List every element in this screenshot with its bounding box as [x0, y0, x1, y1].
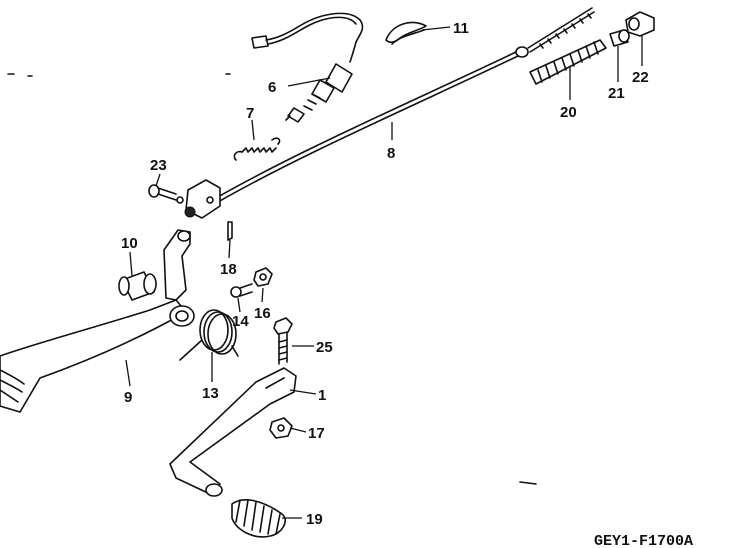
callout-13: 11	[453, 20, 469, 37]
part-6-stop-switch	[251, 12, 364, 123]
callout-17: 17	[308, 425, 325, 442]
part-10-bushing	[118, 271, 157, 301]
part-23-pin	[148, 184, 184, 204]
part-25-bolt	[273, 317, 293, 365]
part-16-nut	[253, 267, 273, 287]
leader-6	[287, 77, 331, 87]
leader-23	[155, 173, 161, 187]
callout-25: 25	[316, 339, 333, 356]
leader-16	[261, 287, 264, 303]
leader-14	[237, 297, 241, 313]
diagram-code: GEY1-F1700A	[594, 533, 693, 548]
part-20-spring	[529, 39, 607, 85]
callout-22: 22	[632, 69, 649, 86]
callout-9: 9	[124, 389, 132, 406]
part-8-brake-rod	[184, 7, 595, 219]
leader-1	[289, 389, 317, 395]
part-7-spring	[233, 137, 281, 161]
callout-6: 6	[268, 79, 276, 96]
callout-23: 23	[150, 157, 167, 174]
callout-7: 7	[246, 105, 254, 122]
part-14-bolt	[230, 283, 253, 298]
callout-1: 1	[318, 387, 326, 404]
callout-19: 19	[306, 511, 323, 528]
part-9-brake-pedal	[0, 229, 195, 413]
part-22-adjusting-nut	[625, 11, 655, 37]
leader-10	[129, 251, 133, 277]
callout-18: 18	[220, 261, 237, 278]
part-19-pedal-rubber	[231, 499, 286, 538]
callout-8: 8	[387, 145, 395, 162]
part-21-collar	[609, 29, 630, 47]
leader-17	[289, 427, 307, 433]
leader-18	[228, 239, 231, 259]
part-17-nut	[269, 417, 293, 439]
part-1-brake-arm	[169, 367, 297, 497]
part-18-cotter-pin	[227, 221, 233, 241]
part-13-clip	[385, 21, 427, 45]
callout-21: 21	[608, 85, 625, 102]
leader-7	[251, 119, 255, 141]
callout-16: 16	[254, 305, 271, 322]
callout-20: 20	[560, 104, 577, 121]
part-11-return-spring	[179, 309, 239, 361]
callout-14: 14	[232, 313, 249, 330]
scan-marks	[7, 73, 537, 485]
leader-9	[125, 359, 131, 387]
callout-10: 10	[121, 235, 138, 252]
callout-11: 13	[202, 385, 219, 402]
leader-13	[421, 26, 451, 31]
